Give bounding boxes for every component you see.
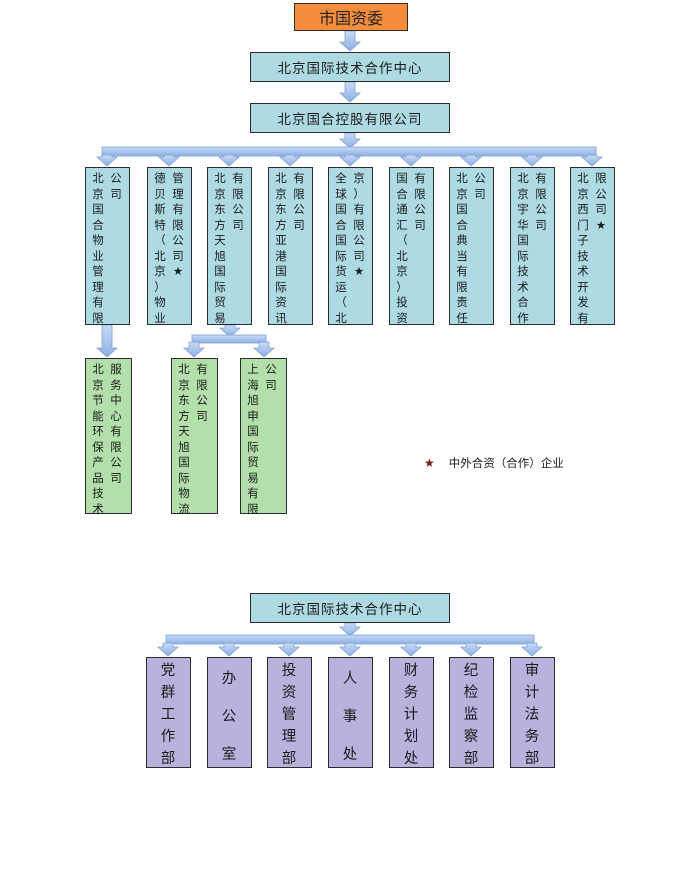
subsidiary-name-col-b: 公 司: [474, 171, 486, 201]
down-arrow-icon: [580, 154, 604, 167]
down-arrow-icon: [95, 154, 119, 167]
sub-subsidiary-name-col-b: 服 务 中 心 有 限 公 司: [110, 362, 122, 485]
subsidiary-name-col-b: 限 公 司 ★: [595, 171, 607, 232]
sub-subsidiary-box: 北 京 节 能 环 保 产 品 技 术服 务 中 心 有 限 公 司: [85, 358, 132, 516]
down-arrow-icon: [520, 154, 544, 167]
subsidiary-box: 北 京 宇 华 国 际 技 术 合 作有 限 公 司: [510, 167, 555, 325]
down-arrow-icon: [95, 324, 119, 358]
sub-subsidiary-name-col-a: 北 京 东 方 天 旭 国 际 物 流: [178, 362, 190, 516]
subsidiary-box: 德 贝 斯 特 （ 北 京 ） 物 业管 理 有 限 公 司 ★: [147, 167, 192, 325]
down-arrow-icon: [399, 642, 423, 657]
legend-text: 中外合资（合作）企业: [448, 456, 564, 470]
down-arrow-icon: [156, 642, 180, 657]
subsidiary-box: 北 京 国 合 物 业 管 理 有 限公 司: [85, 167, 130, 325]
department-box: 投 资 管 理 部: [267, 657, 312, 768]
subsidiary-name-col-b: 京 ） 有 限 公 司 ★: [353, 171, 365, 278]
subsidiary-name-col-a: 北 京 东 方 亚 港 国 际 资 讯: [275, 171, 287, 325]
department-name: 财 务 计 划 处: [403, 663, 419, 767]
down-arrow-icon: [338, 81, 362, 103]
sub-subsidiary-name-col-a: 上 海 旭 申 国 际 贸 易 有 限: [247, 362, 259, 516]
sub-subsidiary-box: 北 京 东 方 天 旭 国 际 物 流有 限 公 司: [171, 358, 218, 516]
department-name: 办 公 室: [221, 671, 237, 763]
down-arrow-icon: [277, 642, 301, 657]
down-arrow-icon: [459, 642, 483, 657]
legend: ★ 中外合资（合作）企业: [424, 455, 564, 471]
down-arrow-icon: [338, 30, 362, 52]
department-name: 党 群 工 作 部: [160, 663, 176, 767]
down-arrow-icon: [338, 132, 362, 149]
down-arrow-icon: [520, 642, 544, 657]
subsidiary-name-col-b: 有 限 公 司: [414, 171, 426, 232]
sub-subsidiary-box: 上 海 旭 申 国 际 贸 易 有 限公 司: [240, 358, 287, 516]
subsidiary-name-col-a: 北 京 国 合 典 当 有 限 责 任: [456, 171, 468, 325]
department-name: 人 事 处: [342, 671, 358, 763]
department-name: 审 计 法 务 部: [524, 663, 540, 767]
center-box: 北京国际技术合作中心: [250, 52, 450, 82]
subsidiary-box: 北 京 东 方 亚 港 国 际 资 讯有 限 公 司: [268, 167, 313, 325]
subsidiary-name-col-a: 全 球 国 合 国 际 货 运 （ 北: [335, 171, 347, 325]
subsidiary-name-col-b: 管 理 有 限 公 司 ★: [172, 171, 184, 278]
department-box: 办 公 室: [207, 657, 252, 768]
star-icon: ★: [424, 456, 435, 470]
down-arrow-icon: [217, 154, 241, 167]
subsidiary-box: 北 京 东 方 天 旭 国 际 贸 易有 限 公 司: [207, 167, 252, 325]
subsidiary-name-col-b: 有 限 公 司: [535, 171, 547, 232]
department-name: 纪 检 监 察 部: [463, 663, 479, 767]
holding-label: 北京国合控股有限公司: [277, 112, 423, 128]
connector-bar: [191, 334, 267, 344]
down-arrow-icon: [157, 154, 181, 167]
subsidiary-box: 国 合 通 汇 （ 北 京 ） 投 资有 限 公 司: [389, 167, 434, 325]
subsidiary-name-col-a: 德 贝 斯 特 （ 北 京 ） 物 业: [154, 171, 166, 325]
department-box: 财 务 计 划 处: [389, 657, 434, 768]
subsidiary-name-col-a: 北 京 西 门 子 技 术 开 发 有: [577, 171, 589, 325]
down-arrow-icon: [252, 341, 276, 358]
down-arrow-icon: [338, 154, 362, 167]
sub-subsidiary-name-col-b: 公 司: [265, 362, 277, 392]
down-arrow-icon: [399, 154, 423, 167]
down-arrow-icon: [278, 154, 302, 167]
department-box: 纪 检 监 察 部: [449, 657, 494, 768]
subsidiary-name-col-a: 北 京 宇 华 国 际 技 术 合 作: [517, 171, 529, 325]
down-arrow-icon: [182, 341, 206, 358]
sasac-label: 市国资委: [318, 9, 383, 28]
department-box: 人 事 处: [328, 657, 373, 768]
center-label-2: 北京国际技术合作中心: [277, 602, 423, 618]
subsidiary-box: 北 京 国 合 典 当 有 限 责 任公 司: [449, 167, 494, 325]
sub-subsidiary-name-col-b: 有 限 公 司: [196, 362, 208, 423]
subsidiary-name-col-a: 国 合 通 汇 （ 北 京 ） 投 资: [396, 171, 408, 325]
holding-box: 北京国合控股有限公司: [250, 103, 450, 133]
sub-subsidiary-name-col-a: 北 京 节 能 环 保 产 品 技 术: [92, 362, 104, 516]
down-arrow-icon: [459, 154, 483, 167]
down-arrow-icon: [218, 324, 242, 338]
down-arrow-icon: [338, 642, 362, 657]
department-box: 党 群 工 作 部: [146, 657, 191, 768]
down-arrow-icon: [338, 622, 362, 637]
subsidiary-name-col-a: 北 京 国 合 物 业 管 理 有 限: [92, 171, 104, 325]
department-box: 审 计 法 务 部: [510, 657, 555, 768]
sasac-box: 市国资委: [294, 3, 408, 31]
subsidiary-name-col-a: 北 京 东 方 天 旭 国 际 贸 易: [214, 171, 226, 325]
down-arrow-icon: [217, 642, 241, 657]
subsidiary-name-col-b: 公 司: [110, 171, 122, 201]
subsidiary-box: 全 球 国 合 国 际 货 运 （ 北京 ） 有 限 公 司 ★: [328, 167, 373, 325]
center-label: 北京国际技术合作中心: [277, 61, 423, 77]
subsidiary-name-col-b: 有 限 公 司: [293, 171, 305, 232]
center-box-2: 北京国际技术合作中心: [250, 593, 450, 623]
subsidiary-box: 北 京 西 门 子 技 术 开 发 有限 公 司 ★: [570, 167, 615, 325]
department-name: 投 资 管 理 部: [281, 663, 297, 767]
subsidiary-name-col-b: 有 限 公 司: [232, 171, 244, 232]
